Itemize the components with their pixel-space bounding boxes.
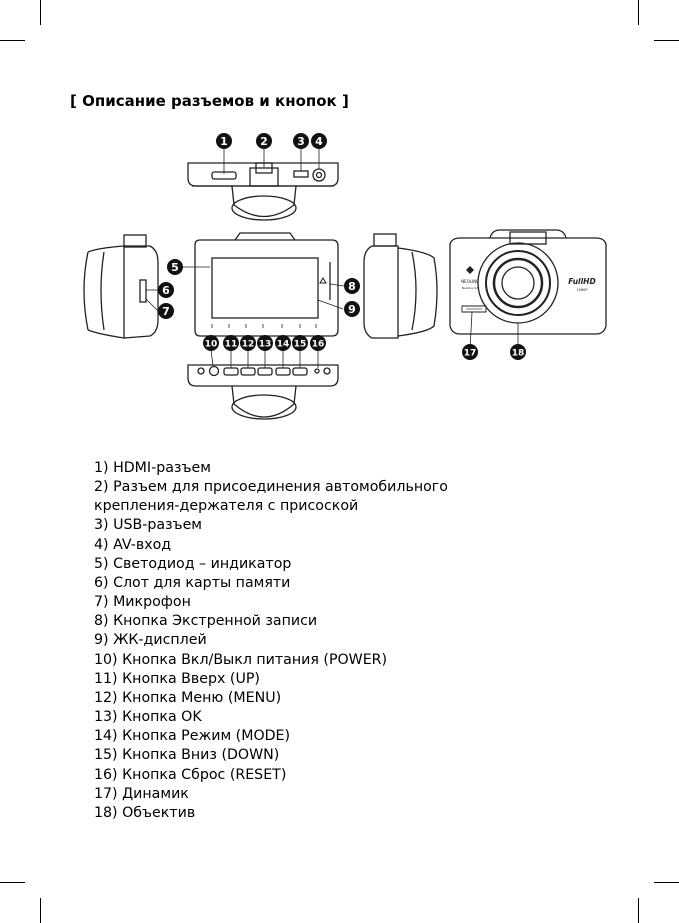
crop-mark bbox=[654, 882, 679, 883]
lens-view bbox=[449, 229, 607, 335]
left-side-view bbox=[83, 234, 159, 339]
crop-mark bbox=[40, 0, 41, 25]
svg-text:17: 17 bbox=[464, 349, 477, 359]
bottom-view bbox=[187, 364, 339, 420]
svg-text:7: 7 bbox=[162, 305, 170, 318]
svg-text:3: 3 bbox=[297, 135, 305, 148]
svg-text:4: 4 bbox=[315, 135, 323, 148]
svg-text:16: 16 bbox=[312, 340, 325, 350]
device-model-text: Neoline G3 bbox=[462, 286, 479, 290]
callout-4: 4 bbox=[311, 133, 327, 149]
callout-18: 18 bbox=[510, 344, 526, 360]
svg-text:13: 13 bbox=[259, 340, 272, 350]
callout-15: 15 bbox=[292, 335, 308, 351]
callout-1: 1 bbox=[216, 133, 232, 149]
list-item: 14) Кнопка Режим (MODE) bbox=[94, 728, 291, 745]
list-item: 1) HDMI-разъем bbox=[94, 460, 211, 476]
crop-mark bbox=[638, 0, 639, 25]
callout-3: 3 bbox=[293, 133, 309, 149]
crop-mark bbox=[0, 882, 25, 883]
list-item: 9) ЖК-дисплей bbox=[94, 632, 207, 649]
callout-5: 5 bbox=[167, 259, 183, 275]
section-title: [ Описание разъемов и кнопок ] bbox=[70, 92, 349, 110]
callout-11: 11 bbox=[223, 335, 239, 351]
svg-text:1: 1 bbox=[220, 135, 228, 148]
crop-mark bbox=[40, 898, 41, 923]
leader-lines bbox=[145, 149, 519, 368]
svg-text:5: 5 bbox=[171, 261, 179, 274]
list-item: 18) Объектив bbox=[94, 804, 196, 821]
list-item: 4) AV-вход bbox=[94, 536, 172, 553]
list-item: 5) Светодиод – индикатор bbox=[94, 555, 292, 572]
svg-text:18: 18 bbox=[512, 349, 525, 359]
list-item: 6) Слот для карты памяти bbox=[94, 574, 291, 591]
callout-7: 7 bbox=[158, 303, 174, 319]
callout-14: 14 bbox=[275, 335, 291, 351]
callout-9: 9 bbox=[344, 301, 360, 317]
list-item: 13) Кнопка OK bbox=[94, 709, 202, 726]
list-item: 12) Кнопка Меню (MENU) bbox=[94, 689, 282, 706]
device-resolution-text: 1080P bbox=[576, 288, 587, 292]
front-view bbox=[194, 232, 339, 337]
crop-mark bbox=[654, 40, 679, 41]
svg-text:15: 15 bbox=[294, 340, 307, 350]
crop-mark bbox=[638, 898, 639, 923]
crop-mark bbox=[0, 40, 25, 41]
device-diagram: NEOLINE Neoline G3 FullHD 1080P 1 2 3 4 … bbox=[83, 133, 607, 420]
callout-2: 2 bbox=[256, 133, 272, 149]
device-brand-text: NEOLINE bbox=[461, 279, 479, 284]
callout-10: 10 bbox=[203, 335, 219, 351]
svg-text:9: 9 bbox=[348, 303, 356, 316]
device-fullhd-text: FullHD bbox=[568, 277, 595, 286]
callout-12: 12 bbox=[240, 335, 256, 351]
list-item: 7) Микрофон bbox=[94, 594, 191, 611]
svg-text:14: 14 bbox=[277, 340, 290, 350]
component-list: 1) HDMI-разъем 2) Разъем для присоединен… bbox=[94, 459, 448, 823]
list-item: 8) Кнопка Экстренной записи bbox=[94, 613, 318, 630]
svg-text:12: 12 bbox=[242, 340, 255, 350]
top-view bbox=[187, 162, 339, 221]
callout-13: 13 bbox=[257, 335, 273, 351]
callout-16: 16 bbox=[310, 335, 326, 351]
svg-text:2: 2 bbox=[260, 135, 268, 148]
list-item: 15) Кнопка Вниз (DOWN) bbox=[94, 747, 280, 764]
list-item: крепления-держателя с присоской bbox=[94, 498, 359, 515]
list-item: 17) Динамик bbox=[94, 785, 189, 802]
callout-6: 6 bbox=[158, 282, 174, 298]
list-item: 2) Разъем для присоединения автомобильно… bbox=[94, 479, 448, 496]
list-item: 16) Кнопка Сброс (RESET) bbox=[94, 766, 287, 783]
list-item: 10) Кнопка Вкл/Выкл питания (POWER) bbox=[94, 651, 388, 668]
list-item: 3) USB-разъем bbox=[94, 517, 203, 534]
svg-text:6: 6 bbox=[162, 284, 170, 297]
right-side-view bbox=[363, 233, 438, 339]
list-item: 11) Кнопка Вверх (UP) bbox=[94, 670, 260, 687]
svg-text:11: 11 bbox=[225, 340, 238, 350]
callout-17: 17 bbox=[462, 344, 478, 360]
callout-8: 8 bbox=[344, 278, 360, 294]
svg-text:8: 8 bbox=[348, 280, 356, 293]
svg-text:10: 10 bbox=[205, 340, 218, 350]
